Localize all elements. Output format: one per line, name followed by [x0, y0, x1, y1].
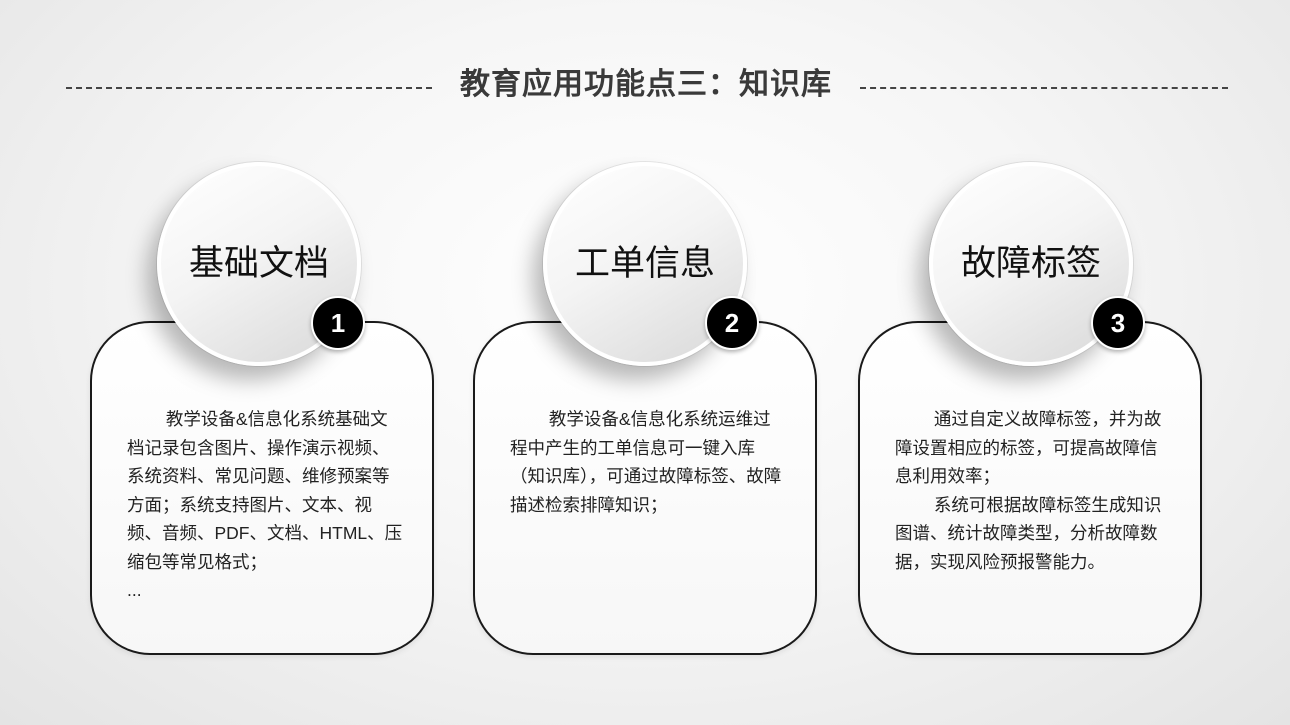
number-badge-3: 3	[1091, 296, 1145, 350]
feature-circle-3-label: 故障标签	[960, 244, 1101, 283]
feature-card-2: 教学设备&信息化系统运维过程中产生的工单信息可一键入库（知识库），可通过故障标签…	[473, 321, 817, 655]
title-divider-right	[860, 87, 1228, 89]
feature-card-2-text: 教学设备&信息化系统运维过程中产生的工单信息可一键入库（知识库），可通过故障标签…	[510, 409, 782, 515]
feature-card-1: 教学设备&信息化系统基础文档记录包含图片、操作演示视频、系统资料、常见问题、维修…	[90, 321, 434, 655]
number-badge-2: 2	[705, 296, 759, 350]
feature-card-3-text: 通过自定义故障标签，并为故障设置相应的标签，可提高故障信息利用效率； 系统可根据…	[895, 409, 1162, 572]
feature-circle-2-label: 工单信息	[574, 244, 715, 283]
feature-card-3: 通过自定义故障标签，并为故障设置相应的标签，可提高故障信息利用效率； 系统可根据…	[858, 321, 1202, 655]
feature-card-1-text: 教学设备&信息化系统基础文档记录包含图片、操作演示视频、系统资料、常见问题、维修…	[127, 409, 403, 600]
title-row: 教育应用功能点三：知识库	[0, 62, 1290, 112]
feature-circle-1-label: 基础文档	[188, 244, 329, 283]
title-divider-left	[66, 87, 432, 89]
feature-circle-1: 基础文档	[157, 162, 361, 366]
page-title: 教育应用功能点三：知识库	[460, 68, 832, 101]
number-badge-1: 1	[311, 296, 365, 350]
